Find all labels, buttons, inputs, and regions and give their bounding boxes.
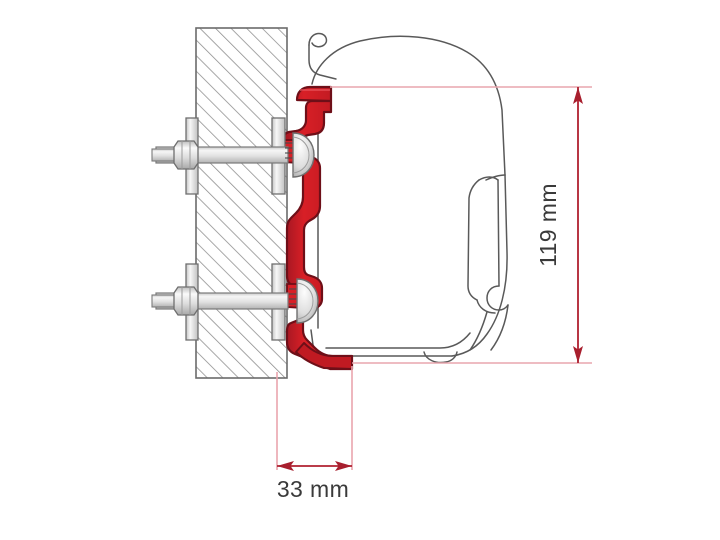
- dimension-height-119mm: 119 mm: [330, 86, 592, 364]
- dimension-arrow-down: [573, 346, 583, 363]
- dimension-label-depth: 33 mm: [277, 476, 349, 502]
- dimension-arrow-up: [573, 87, 583, 104]
- dimension-arrow-left: [277, 461, 294, 471]
- dimension-depth-33mm: 33 mm: [276, 366, 353, 502]
- dimension-label-height: 119 mm: [535, 183, 561, 267]
- dimension-arrow-right: [335, 461, 352, 471]
- upper-bolt-assembly: [151, 117, 315, 195]
- awning-case-outline: [308, 32, 509, 364]
- lower-bolt-assembly: [151, 263, 319, 341]
